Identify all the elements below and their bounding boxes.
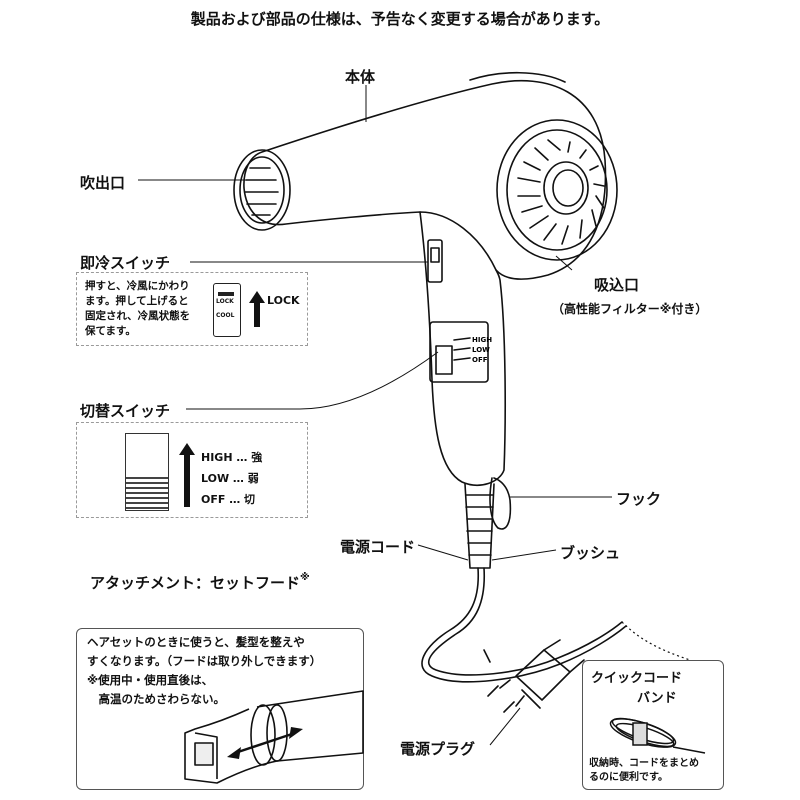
label-bushing: ブッシュ bbox=[560, 544, 621, 562]
nozzle-outlet bbox=[233, 149, 291, 231]
intake-center bbox=[543, 161, 589, 215]
label-outlet: 吹出口 bbox=[80, 174, 126, 192]
attachment-description: ヘアセットのときに使うと、髪型を整えや すくなります。（フードは取り外しできます… bbox=[87, 635, 322, 706]
bushing bbox=[464, 483, 495, 569]
band-note: 収納時、コードをまとめ るのに便利です。 bbox=[589, 758, 699, 783]
selector-switch-panel bbox=[429, 321, 489, 383]
cool-switch-button bbox=[427, 239, 443, 283]
label-power-plug: 電源プラグ bbox=[400, 740, 476, 758]
band-illustration bbox=[609, 717, 706, 754]
label-cool-switch: 即冷スイッチ bbox=[80, 254, 171, 272]
label-power-cord: 電源コード bbox=[340, 538, 416, 556]
label-selector-switch: 切替スイッチ bbox=[80, 402, 171, 420]
up-arrow-icon bbox=[179, 443, 195, 507]
attachment-illustration bbox=[184, 690, 364, 784]
power-cord bbox=[421, 567, 627, 683]
up-arrow-icon bbox=[249, 291, 265, 327]
selector-switch-diagram bbox=[125, 433, 169, 511]
hook bbox=[489, 477, 512, 530]
label-body: 本体 bbox=[345, 68, 376, 86]
body-switch-label-high: HIGH bbox=[472, 336, 492, 344]
band-title-1: クイックコード bbox=[591, 671, 683, 686]
body-switch-label-off: OFF bbox=[472, 356, 488, 364]
label-hook: フック bbox=[616, 490, 662, 508]
spec-notice: 製品および部品の仕様は、予告なく変更する場合があります。 bbox=[190, 10, 610, 28]
attachment-info-box: ヘアセットのときに使うと、髪型を整えや すくなります。（フードは取り外しできます… bbox=[76, 628, 364, 790]
dryer-head bbox=[243, 80, 607, 280]
label-attachment: アタッチメント：セットフード※ bbox=[90, 572, 310, 592]
cool-switch-diagram: LOCK COOL bbox=[213, 283, 241, 337]
band-title-2: バンド bbox=[637, 691, 677, 706]
label-intake: 吸込口 bbox=[594, 276, 640, 294]
selector-switch-info-box: HIGH … 強 LOW … 弱 OFF … 切 bbox=[76, 422, 308, 518]
quick-cord-band-box: クイックコード バンド 収納時、コードをまとめ るのに便利です。 bbox=[582, 660, 724, 790]
lock-label: LOCK bbox=[267, 294, 300, 307]
cool-switch-description: 押すと、冷風にかわり ます。押して上げると 固定され、冷風状態を 保てます。 bbox=[85, 280, 191, 337]
body-switch-label-low: LOW bbox=[472, 346, 490, 354]
selector-switch-levels: HIGH … 強 LOW … 弱 OFF … 切 bbox=[201, 451, 263, 506]
cool-switch-info-box: 押すと、冷風にかわり ます。押して上げると 固定され、冷風状態を 保てます。 L… bbox=[76, 272, 308, 346]
label-intake-note: （高性能フィルター※付き） bbox=[552, 302, 708, 316]
intake-outer bbox=[496, 119, 618, 261]
